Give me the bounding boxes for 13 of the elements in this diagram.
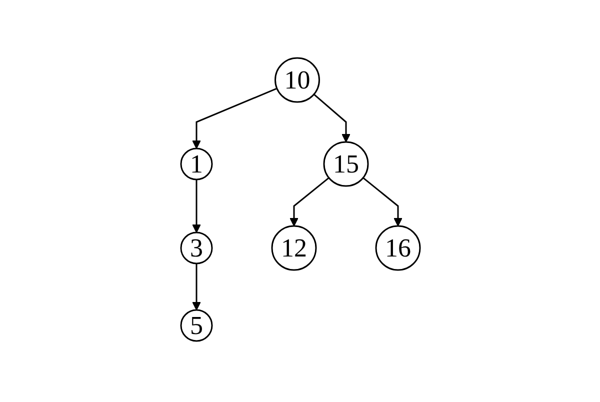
arrow <box>192 179 200 232</box>
arrow <box>192 87 277 148</box>
node-circle: 16 <box>374 224 420 270</box>
node-circle: 10 <box>274 56 320 102</box>
arrow <box>192 263 200 310</box>
node-circle: 5 <box>180 308 212 342</box>
node-circle: 12 <box>270 224 316 270</box>
node-circle: 15 <box>322 140 368 186</box>
arrow <box>312 93 350 142</box>
arrow <box>362 176 402 226</box>
arrow <box>289 176 329 226</box>
node-circle: 3 <box>180 231 212 264</box>
node-circle: 1 <box>180 147 212 180</box>
